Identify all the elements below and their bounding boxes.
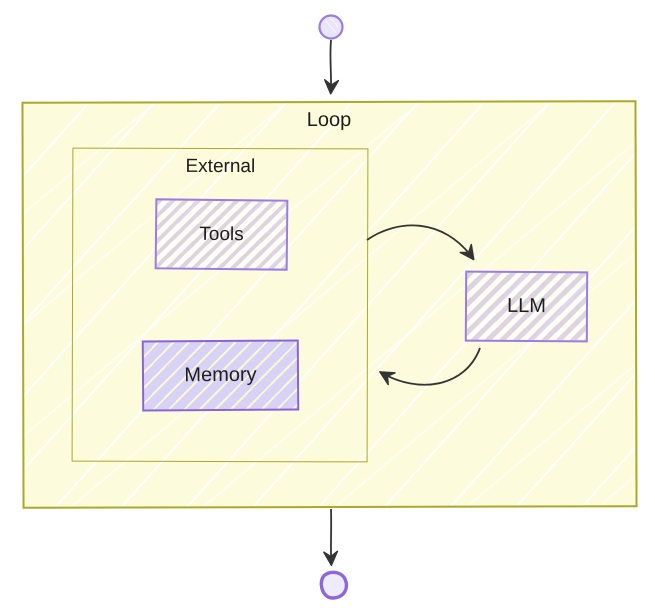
external-label: External xyxy=(185,155,256,178)
start-node-hatch xyxy=(324,16,339,34)
llm-label: LLM xyxy=(506,294,547,318)
start-node xyxy=(318,14,344,40)
llm-node: LLM xyxy=(464,270,589,343)
memory-label: Memory xyxy=(184,363,257,387)
edge-start-to-loop xyxy=(324,39,340,95)
end-node xyxy=(319,570,349,600)
loop-label: Loop xyxy=(306,108,352,132)
external-subgraph: External xyxy=(71,147,369,463)
tools-node: Tools xyxy=(154,198,289,271)
tools-label: Tools xyxy=(199,223,244,245)
memory-node: Memory xyxy=(141,339,300,412)
